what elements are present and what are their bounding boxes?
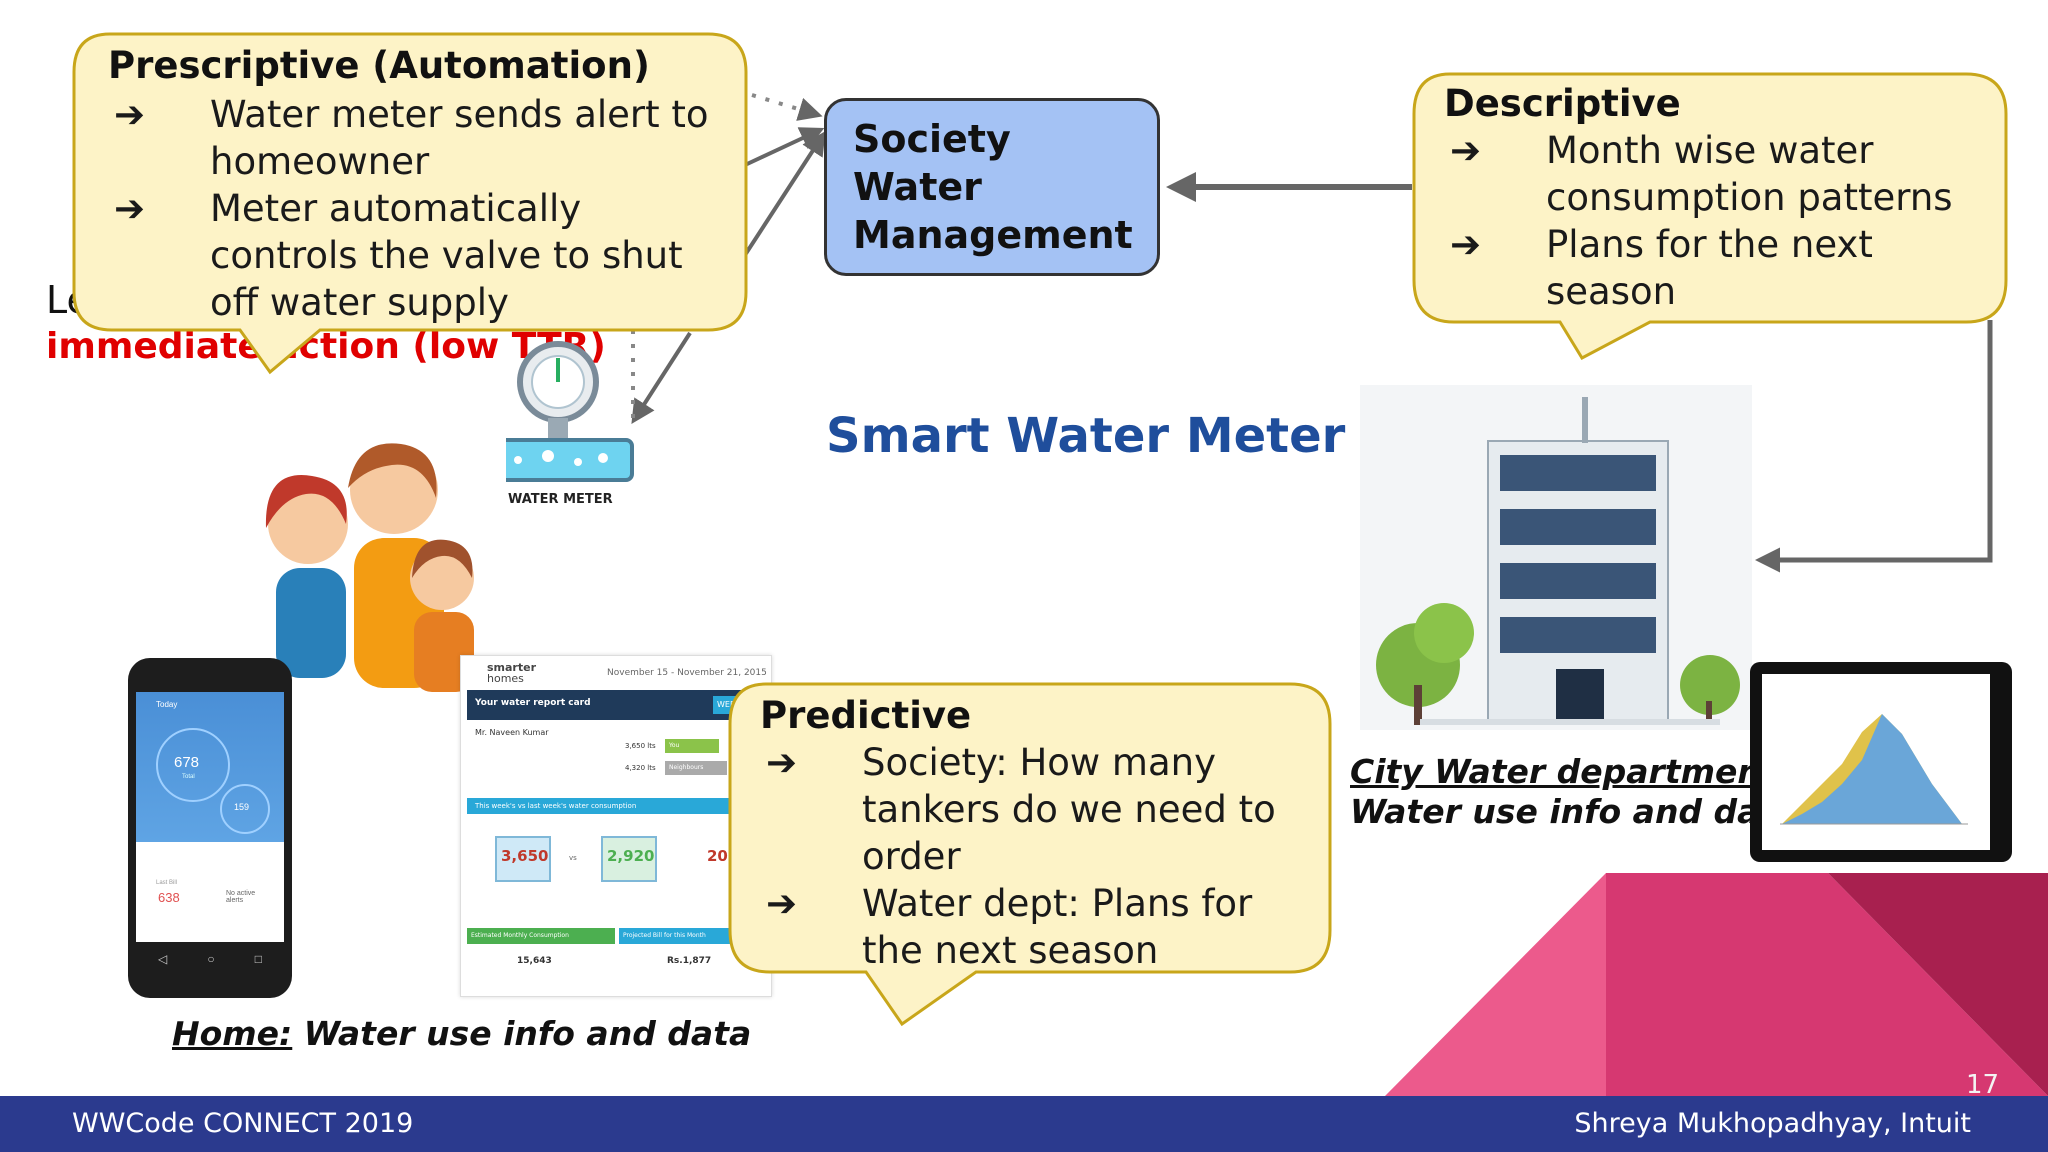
- report-est-bar: Estimated Monthly Consumption: [467, 928, 615, 944]
- predictive-callout-shape: [728, 682, 1332, 1027]
- report-brand-top: smarter: [487, 661, 537, 674]
- city-label-line2: Water use info and data: [1350, 792, 1798, 831]
- tablet-area-chart: [1762, 674, 1990, 850]
- descriptive-item: ➔ Plans for the next season: [1444, 221, 2004, 315]
- report-brand: smarter homes: [487, 662, 536, 684]
- water-report-card: smarter homes November 15 - November 21,…: [460, 655, 772, 997]
- report-last-week: 2,920: [607, 847, 655, 865]
- descriptive-callout: Descriptive ➔ Month wise water consumptio…: [1444, 82, 2004, 315]
- family-illustration: [236, 428, 506, 696]
- footer-bar: WWCode CONNECT 2019 Shreya Mukhopadhyay,…: [0, 1096, 2048, 1152]
- society-water-management-box: Society Water Management: [824, 98, 1160, 276]
- society-label: Society Water Management: [853, 117, 1133, 257]
- descriptive-item-text: Plans for the next season: [1546, 223, 1873, 313]
- report-stat2: 4,320 lts: [625, 764, 656, 772]
- water-meter-label: WATER METER: [508, 492, 613, 507]
- phone-big-unit: Total: [182, 774, 195, 780]
- predictive-item: ➔ Society: How many tankers do we need to…: [760, 739, 1320, 880]
- right-arrow-icon: ➔: [766, 741, 798, 784]
- tablet-illustration: [1750, 662, 2012, 862]
- decor-triangle-dark: [1828, 873, 2048, 1096]
- connector-down-to-meter: [631, 331, 692, 425]
- prescriptive-item-text: Meter automatically controls the valve t…: [210, 187, 683, 324]
- prescriptive-list: ➔ Water meter sends alert to homeowner ➔ M…: [108, 91, 728, 326]
- decor-triangle-magenta: [1606, 873, 2048, 1096]
- prescriptive-title: Prescriptive (Automation): [108, 44, 650, 87]
- recent-apps-icon: □: [254, 952, 262, 966]
- building-illustration: [1360, 385, 1752, 730]
- predictive-item: ➔ Water dept: Plans for the next season: [760, 880, 1320, 974]
- report-stat1-tag: You: [665, 739, 719, 753]
- report-compare-bar: This week's vs last week's water consump…: [467, 798, 765, 814]
- home-label-underline: Home:: [172, 1014, 293, 1053]
- descriptive-title: Descriptive: [1444, 82, 1681, 125]
- home-label: Home: Water use info and data: [172, 1014, 751, 1053]
- prescriptive-callout: Prescriptive (Automation) ➔ Water meter s…: [108, 44, 728, 326]
- descriptive-callout-shape: [1412, 72, 2008, 360]
- leads-red-text: immediate action (low TTR): [46, 326, 606, 367]
- report-brand-bottom: homes: [487, 672, 524, 685]
- predictive-list: ➔ Society: How many tankers do we need to…: [760, 739, 1320, 974]
- footer-right: Shreya Mukhopadhyay, Intuit: [1574, 1108, 1971, 1139]
- right-arrow-icon: ➔: [1450, 129, 1482, 172]
- phone-alerts-label: No active alerts: [226, 890, 256, 904]
- predictive-title: Predictive: [760, 694, 972, 737]
- report-this-week-house: [495, 836, 551, 882]
- phone-small-value: 159: [234, 802, 250, 812]
- city-label: City Water department: Water use info an…: [1350, 752, 1797, 832]
- phone-nav-bar: ◁ ○ □: [158, 952, 262, 966]
- connector-up: [743, 130, 826, 257]
- connector-descriptive-to-city: [1755, 320, 1993, 573]
- city-label-line1: City Water department:: [1350, 752, 1790, 791]
- right-arrow-icon: ➔: [766, 882, 798, 925]
- report-vs: vs: [569, 854, 577, 862]
- dotted-connector: [751, 93, 823, 121]
- descriptive-item: ➔ Month wise water consumption patterns: [1444, 127, 2004, 221]
- predictive-item-text: Society: How many tankers do we need to …: [862, 741, 1276, 878]
- smartphone-illustration: Today 678 Total 159 Last Bill 638 No act…: [128, 658, 292, 998]
- prescriptive-item: ➔ Meter automatically controls the valve …: [108, 185, 728, 326]
- water-meter-illustration: [482, 341, 634, 482]
- predictive-callout: Predictive ➔ Society: How many tankers do…: [760, 694, 1320, 974]
- report-this-week: 3,650: [501, 847, 549, 865]
- report-est-value: 15,643: [517, 956, 552, 966]
- prescriptive-item: ➔ Water meter sends alert to homeowner: [108, 91, 728, 185]
- page-number: 17: [1966, 1070, 2000, 1100]
- report-last-week-house: [601, 836, 657, 882]
- report-stat1: 3,650 lts: [625, 742, 656, 750]
- right-arrow-icon: ➔: [114, 93, 146, 136]
- phone-screen: Today 678 Total 159 Last Bill 638 No act…: [136, 692, 284, 942]
- decor-triangle-pink: [1385, 873, 1606, 1096]
- report-customer: Mr. Naveen Kumar: [475, 728, 549, 737]
- phone-big-value: 678: [174, 754, 200, 771]
- report-bill-value: Rs.1,877: [667, 956, 712, 966]
- report-header: Your water report card: [475, 698, 591, 708]
- right-arrow-icon: ➔: [114, 187, 146, 230]
- descriptive-list: ➔ Month wise water consumption patterns ➔…: [1444, 127, 2004, 315]
- home-label-rest: Water use info and data: [292, 1014, 752, 1053]
- phone-small-ring: [220, 784, 270, 834]
- descriptive-item-text: Month wise water consumption patterns: [1546, 129, 1953, 219]
- prescriptive-callout-shape: [72, 32, 748, 375]
- phone-big-ring: [156, 728, 230, 802]
- report-extra: 20: [707, 847, 728, 865]
- phone-today-label: Today: [156, 700, 178, 709]
- report-bill-bar: Projected Bill for this Month: [619, 928, 765, 944]
- page-title: Smart Water Meter: [826, 408, 1346, 464]
- prescriptive-item-text: Water meter sends alert to homeowner: [210, 93, 709, 183]
- back-icon: ◁: [158, 952, 168, 966]
- report-stat2-tag: Neighbours: [665, 761, 727, 775]
- footer-left: WWCode CONNECT 2019: [72, 1108, 414, 1139]
- home-icon: ○: [207, 952, 215, 966]
- phone-last-label: Last Bill: [156, 880, 178, 886]
- phone-last-value: 638: [158, 890, 180, 905]
- right-arrow-icon: ➔: [1450, 223, 1482, 266]
- report-date-range: November 15 - November 21, 2015: [607, 668, 767, 678]
- predictive-item-text: Water dept: Plans for the next season: [862, 882, 1253, 972]
